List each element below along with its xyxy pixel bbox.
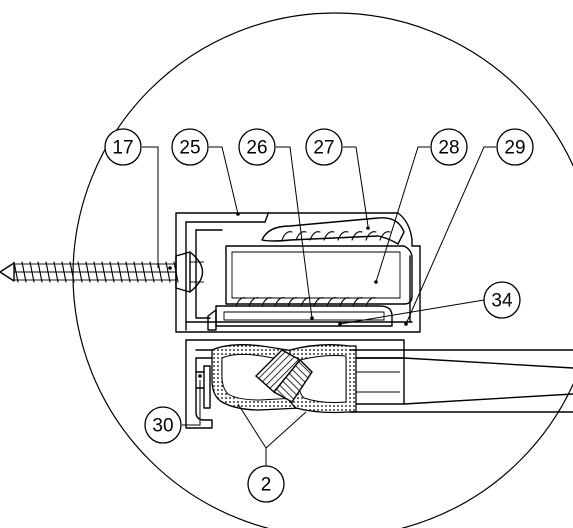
- callout-34-label: 34: [491, 291, 513, 312]
- frame-profile: [175, 212, 421, 333]
- detail-circle: [72, 12, 573, 528]
- callout-34: 34: [483, 281, 521, 319]
- callout-28: 28: [430, 128, 468, 166]
- callout-17: 17: [104, 128, 142, 166]
- upper-clip: [261, 217, 405, 245]
- callout-26: 26: [238, 128, 276, 166]
- leader-lines: [142, 146, 496, 466]
- callout-2: 2: [247, 465, 285, 503]
- callout-27: 27: [305, 128, 343, 166]
- callout-26-label: 26: [246, 138, 267, 159]
- lower-strip: [207, 297, 393, 331]
- gasket-right: [288, 344, 357, 414]
- glazing-panes: [195, 349, 573, 413]
- inner-chamber: [225, 245, 413, 305]
- callout-25-label: 25: [179, 138, 200, 159]
- callout-27-label: 27: [313, 138, 334, 159]
- callout-17-label: 17: [112, 138, 133, 159]
- callout-2-label: 2: [261, 475, 272, 496]
- callout-30: 30: [144, 406, 182, 444]
- screw: [0, 251, 204, 293]
- callout-29-label: 29: [504, 138, 525, 159]
- gasket-core: [254, 349, 313, 403]
- callout-30-label: 30: [152, 416, 173, 437]
- leader-dots: [168, 212, 408, 378]
- callout-28-label: 28: [438, 138, 459, 159]
- callout-25: 25: [171, 128, 209, 166]
- callout-29: 29: [496, 128, 534, 166]
